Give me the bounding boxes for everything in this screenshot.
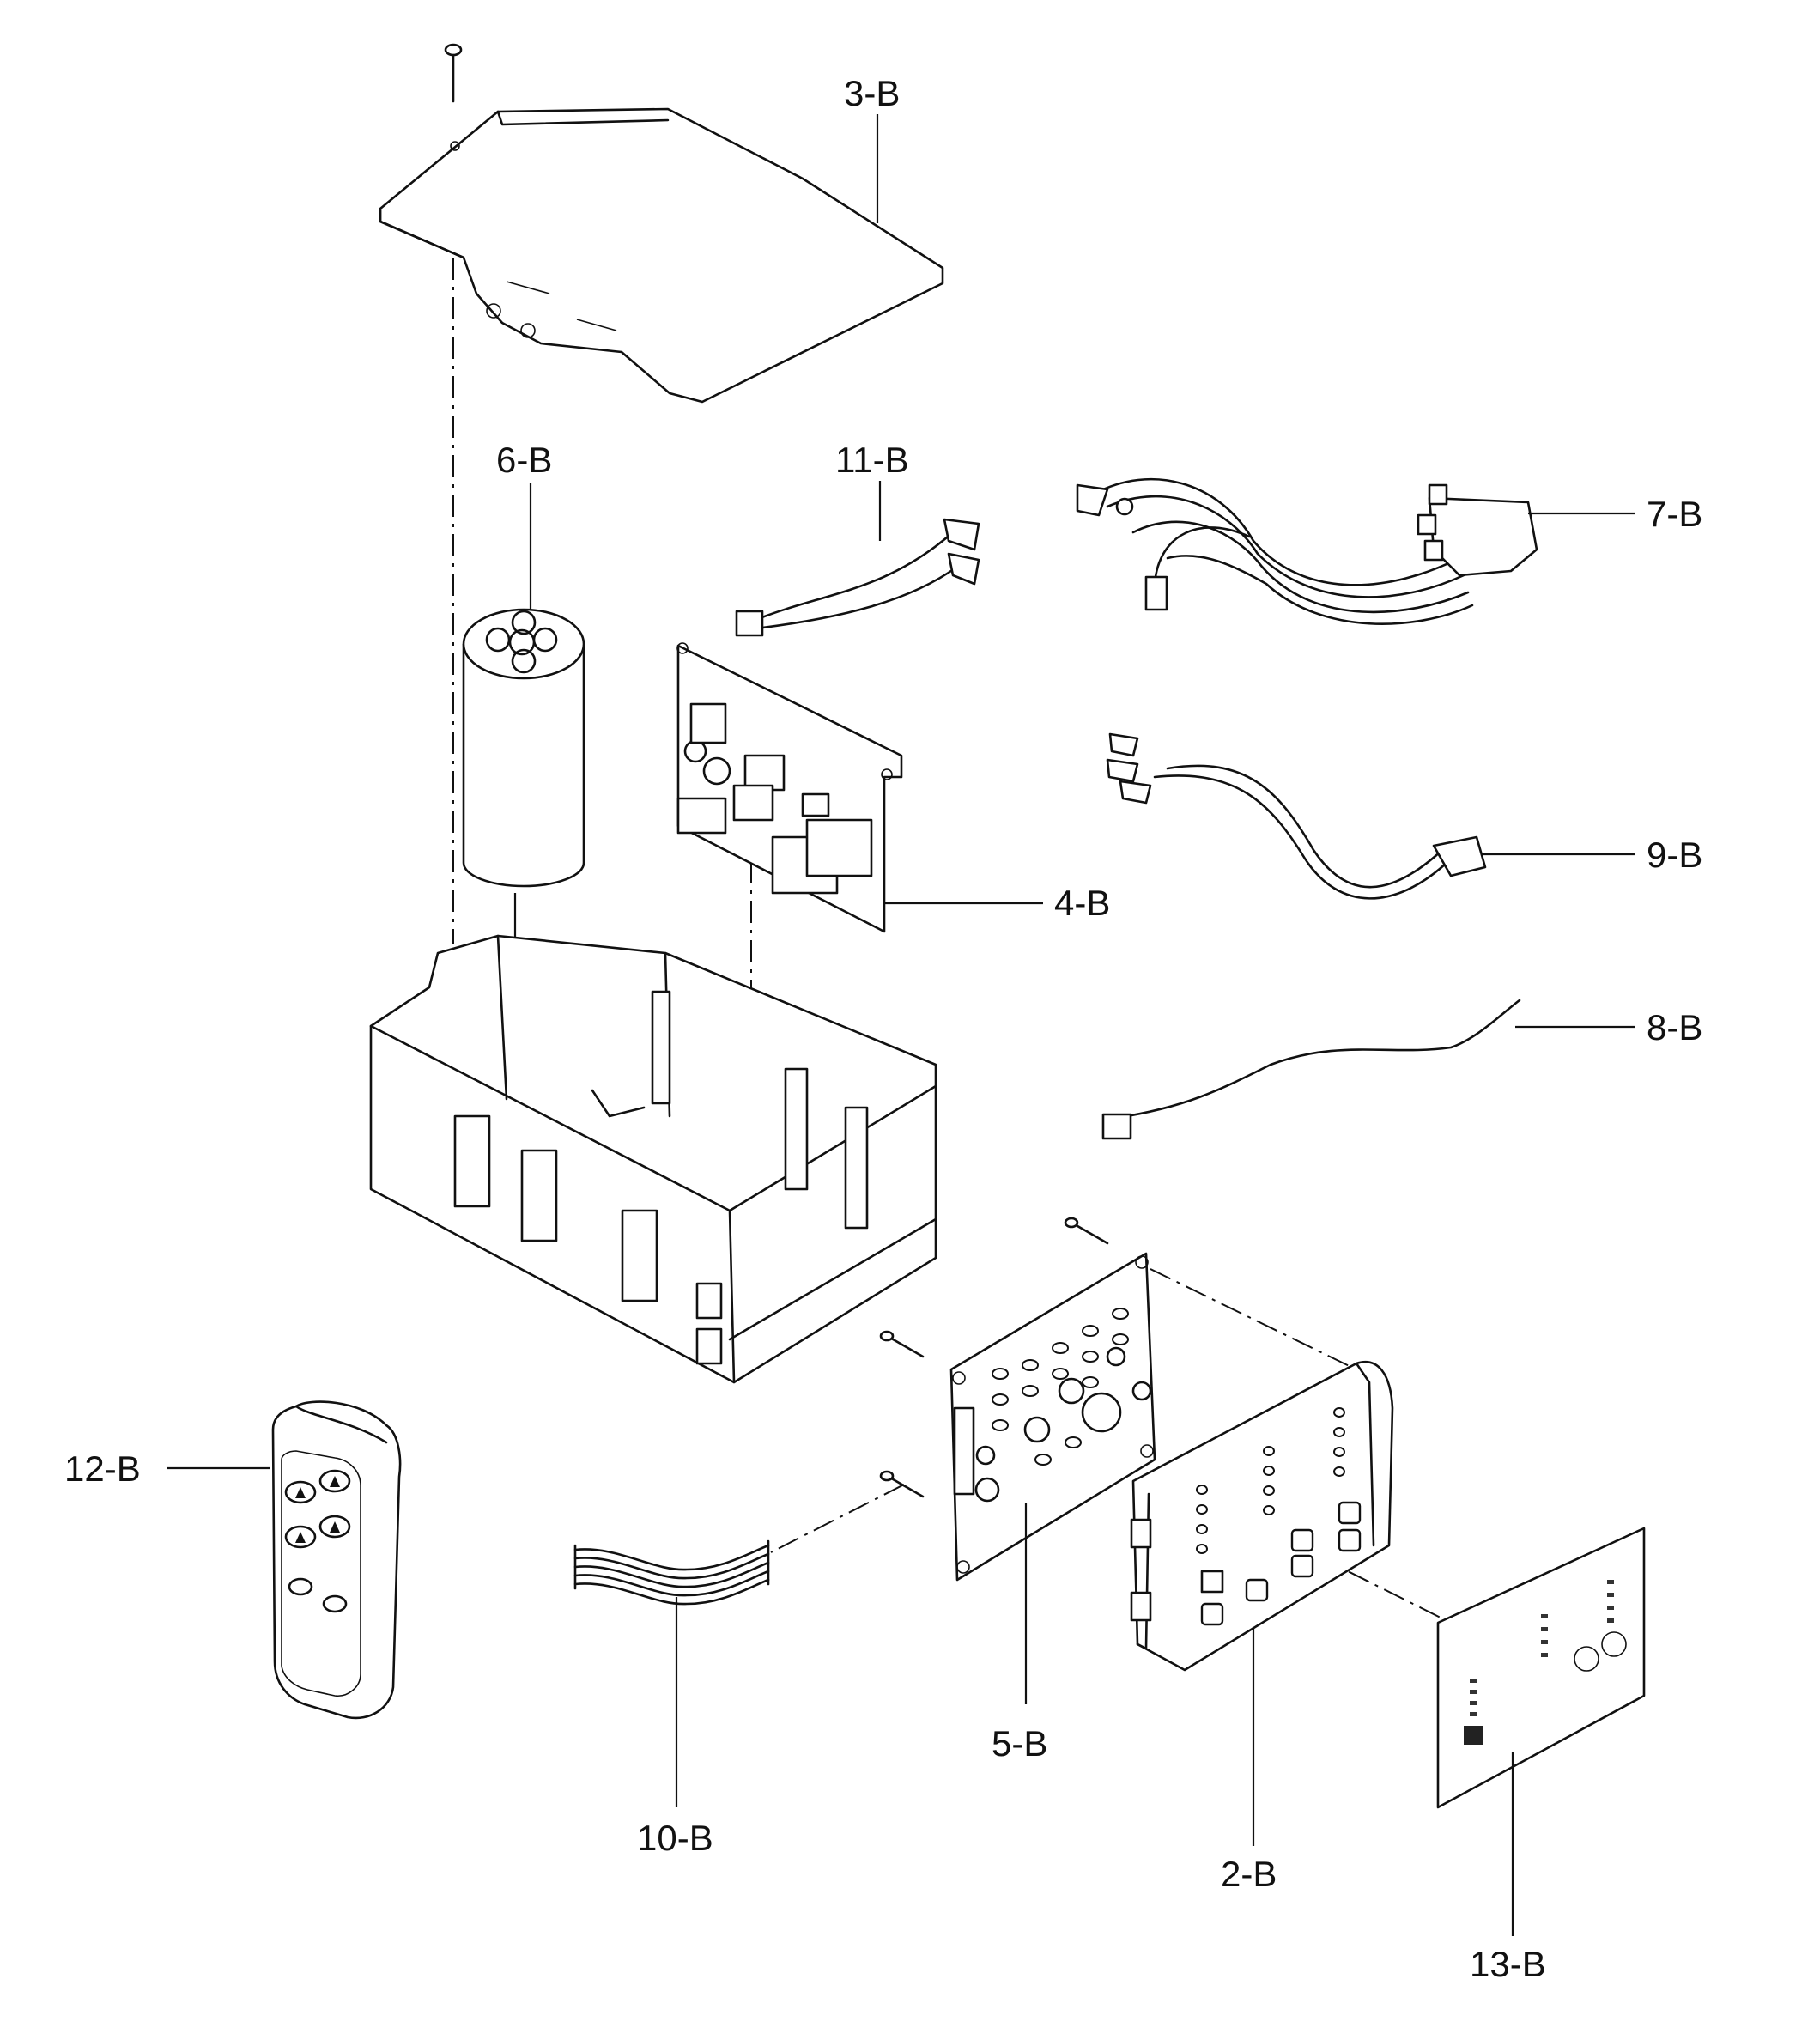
label-12b: 12-B: [64, 1448, 141, 1489]
label-2b: 2-B: [1221, 1854, 1277, 1894]
label-3b: 3-B: [844, 73, 900, 113]
part-11b-wire-lead: [735, 518, 980, 637]
alignment-line: [1313, 1553, 1460, 1628]
part-5b-control-board: [879, 1217, 1156, 1582]
part-8b-wire: [1101, 999, 1635, 1140]
label-6b: 6-B: [496, 440, 552, 480]
label-9b: 9-B: [1647, 835, 1702, 875]
alignment-line: [1150, 1268, 1366, 1375]
part-2b-front-panel: [1130, 1361, 1394, 1672]
label-5b: 5-B: [992, 1723, 1047, 1764]
label-10b: 10-B: [637, 1818, 713, 1858]
part-10b-ribbon-cable: [573, 1539, 770, 1606]
screw-icon: [1064, 1217, 1109, 1245]
label-13b: 13-B: [1470, 1944, 1546, 1984]
alignment-line: [770, 1484, 905, 1553]
label-11b: 11-B: [835, 440, 909, 480]
part-6b-capacitor: [462, 608, 585, 888]
label-7b: 7-B: [1647, 494, 1702, 534]
part-7b-wire-harness: [1076, 477, 1538, 625]
part-9b-wire-lead: [1106, 732, 1487, 900]
part-13b-label-sticker: [1436, 1527, 1646, 1809]
screw-icon: [879, 1330, 925, 1358]
part-12b-remote-control: [271, 1400, 402, 1720]
label-4b: 4-B: [1054, 883, 1110, 923]
part-3b-cover-plate: [379, 43, 944, 404]
part-housing-tray: [369, 934, 937, 1384]
screw-icon: [444, 43, 463, 103]
screw-icon: [879, 1470, 925, 1498]
part-4b-pcb: [676, 642, 903, 933]
label-8b: 8-B: [1647, 1007, 1702, 1047]
